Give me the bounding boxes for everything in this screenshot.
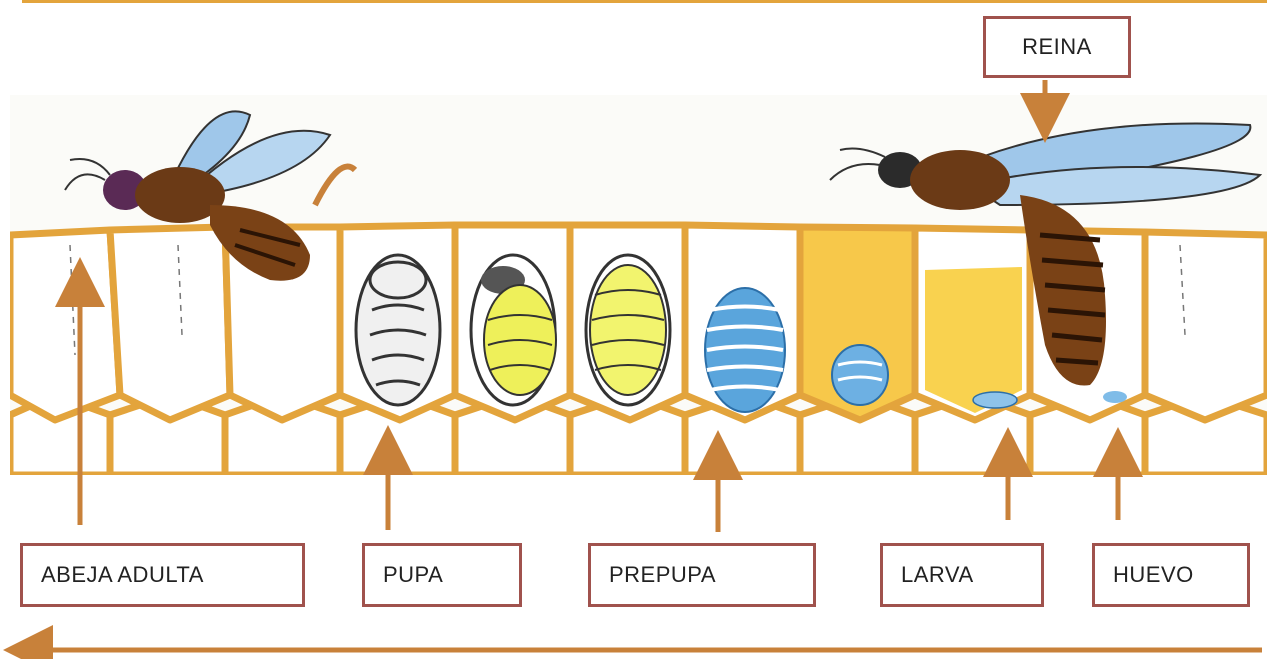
prepupa-icon	[705, 288, 785, 412]
egg-label: HUEVO	[1092, 543, 1250, 607]
pupa-yellow-2-icon	[586, 255, 670, 405]
larva-cell-honey	[925, 267, 1022, 413]
pupa-yellow-icon	[471, 255, 556, 405]
adult-bee-label: ABEJA ADULTA	[20, 543, 305, 607]
larva-label: LARVA	[880, 543, 1044, 607]
egg-icon	[1103, 391, 1127, 403]
pupa-label: PUPA	[362, 543, 522, 607]
prepupa-label: PREPUPA	[588, 543, 816, 607]
top-rule	[22, 0, 1267, 3]
honeycomb-illustration	[10, 95, 1267, 475]
queen-label: REINA	[983, 16, 1131, 78]
pupa-icon	[356, 255, 440, 405]
